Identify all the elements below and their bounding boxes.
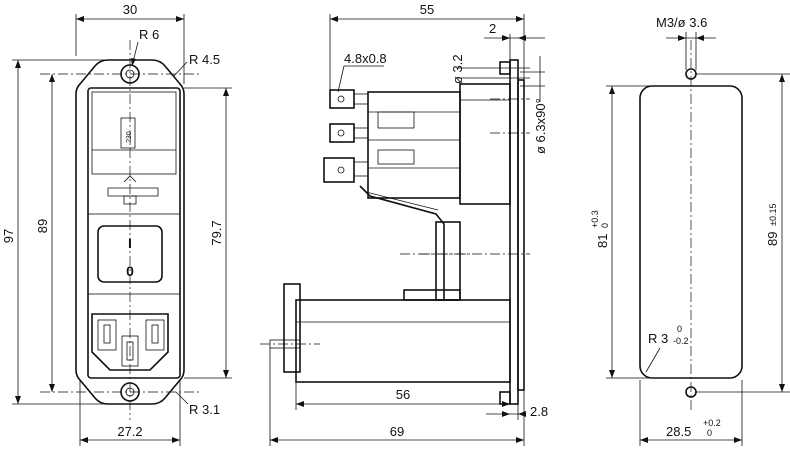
iec-inlet [91,313,169,371]
dim-width-bottom: 27.2 [117,424,142,439]
dim-cutout-height-tol-lower: 0 [600,223,610,228]
dim-corner-radius-tol-upper: 0 [677,324,682,334]
dim-depth-total-bottom: 69 [390,424,404,439]
cutout-view: M3/ø 3.6 81 +0.3 0 89 ±0.15 R 3 0 -0.2 2… [590,15,790,446]
dim-cutout-height-tol-upper: +0.3 [590,210,600,228]
side-filter-body [295,299,511,383]
dim-holes-height-tol: ±0.15 [768,204,778,226]
dim-panel-thickness: 2.8 [530,404,548,419]
dim-corner-radius: R 3 [648,331,668,346]
switch-area [87,213,181,295]
terminal-top [329,89,369,109]
side-upper-body [459,83,511,205]
inlet-pin-right [145,319,165,351]
side-view: 55 2 4.8x0.8 ø 3.2 ø 6.3x90° 56 2.8 [260,2,548,446]
dim-height-total: 97 [1,229,16,243]
dim-depth-top: 55 [420,2,434,17]
fuse-clip [107,187,159,197]
side-rear-lug [283,283,301,373]
dim-width-top: 30 [123,2,137,17]
dim-depth-body: 56 [396,387,410,402]
dim-height-body: 79.7 [209,220,224,245]
dim-hole-diameter: ø 3.2 [450,54,465,84]
dim-radius-bottom: R 3.1 [189,402,220,417]
dim-height-holes: 89 [35,219,50,233]
terminal-bottom [323,157,369,183]
dim-cutout-height: 81 [595,234,610,248]
side-flange [509,59,519,405]
dim-screw-label: M3/ø 3.6 [656,15,707,30]
dim-cutout-width-tol-lower: 0 [707,428,712,438]
dim-cutout-width: 28.5 [666,424,691,439]
dim-radius-top: R 6 [139,27,159,42]
dim-radius-flange: R 4.5 [189,52,220,67]
terminal-middle [329,123,369,143]
voltage-selector-window [120,117,136,149]
voltage-label: 230 [126,131,133,143]
dim-holes-height: 89 [765,232,780,246]
front-flange-outline [75,59,185,405]
side-terminal-block [367,91,461,199]
side-bracket [359,185,445,300]
front-body-frame [87,87,181,379]
dim-corner-radius-tol-lower: -0.2 [673,336,689,346]
dim-flange-thickness: 2 [489,21,496,36]
dim-cutout-width-tol-upper: +0.2 [703,418,721,428]
fuse-drawer [91,91,177,175]
inlet-pin-left [97,319,117,351]
front-view: 230 I 0 30 R 6 [1,2,232,446]
dim-terminal-size: 4.8x0.8 [344,51,387,66]
dim-terminal-angle: ø 6.3x90° [533,98,548,154]
